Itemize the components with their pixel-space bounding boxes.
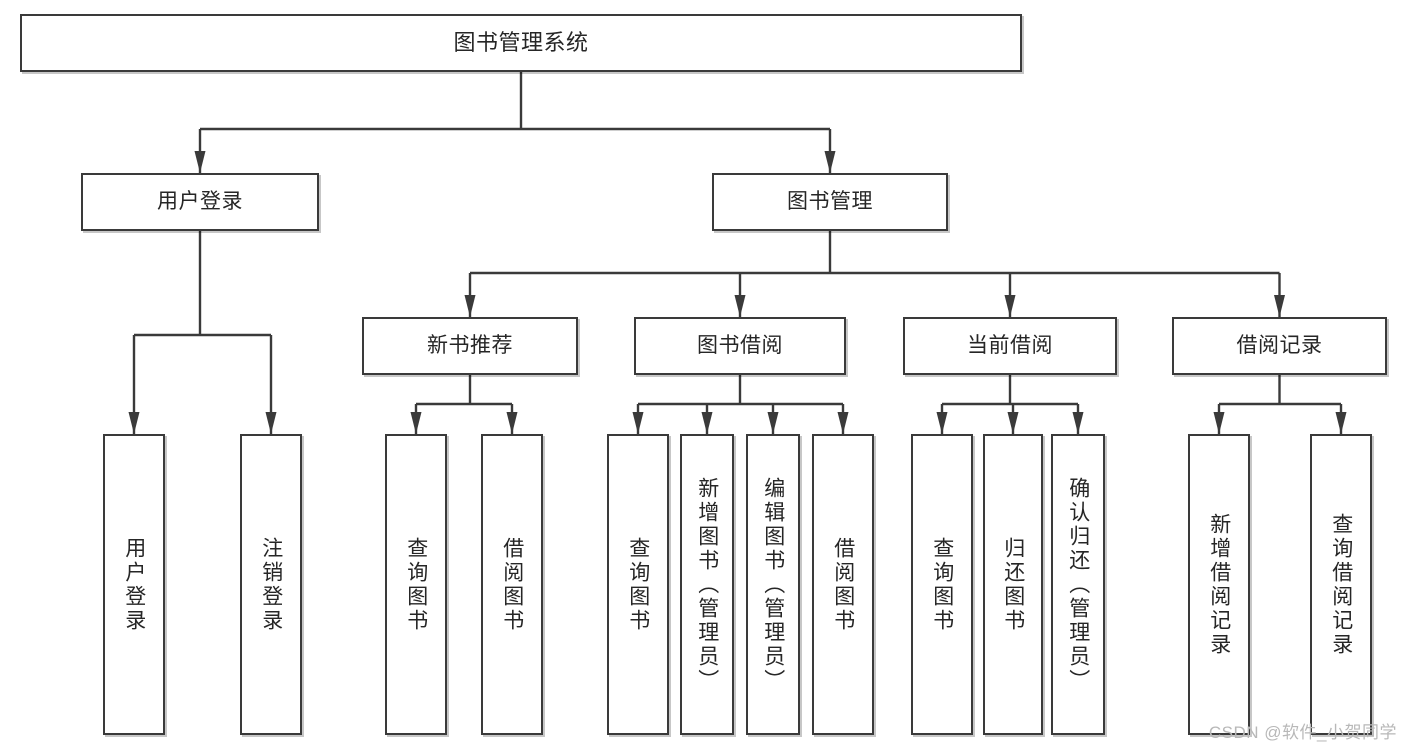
node-label-leaf-add-record: 新增借阅记录 <box>1207 512 1231 657</box>
node-leaf-borrow-book-1[interactable]: 借阅图书 <box>481 434 543 735</box>
node-label-leaf-query-book-3: 查询图书 <box>930 536 954 633</box>
node-label-root: 图书管理系统 <box>453 29 589 55</box>
node-leaf-query-book-2[interactable]: 查询图书 <box>607 434 669 735</box>
node-label-current-borrow: 当前借阅 <box>967 334 1053 358</box>
arrowhead-icon-current-borrow <box>1004 295 1016 317</box>
node-leaf-borrow-book-2[interactable]: 借阅图书 <box>812 434 874 735</box>
arrowhead-icon-new-book-rec <box>464 295 476 317</box>
node-book-borrow[interactable]: 图书借阅 <box>634 317 846 375</box>
node-label-user-login: 用户登录 <box>157 190 243 214</box>
node-label-leaf-edit-book: 编辑图书（管理员） <box>761 476 785 693</box>
node-label-leaf-borrow-book-2: 借阅图书 <box>831 536 855 633</box>
node-leaf-add-record[interactable]: 新增借阅记录 <box>1188 434 1250 735</box>
node-leaf-confirm-return[interactable]: 确认归还（管理员） <box>1051 434 1105 735</box>
arrowhead-icon-leaf-query-book-3 <box>936 412 948 434</box>
node-borrow-record[interactable]: 借阅记录 <box>1172 317 1387 375</box>
node-leaf-user-login[interactable]: 用户登录 <box>103 434 165 735</box>
node-label-book-borrow: 图书借阅 <box>697 334 783 358</box>
arrowhead-icon-borrow-record <box>1274 295 1285 317</box>
csdn-watermark: CSDN @软件_小贺同学 <box>1208 723 1397 742</box>
node-new-book-rec[interactable]: 新书推荐 <box>362 317 578 375</box>
arrowhead-icon-leaf-add-book <box>701 412 713 434</box>
node-current-borrow[interactable]: 当前借阅 <box>903 317 1117 375</box>
arrowhead-icon-leaf-borrow-book-1 <box>506 412 518 434</box>
node-label-leaf-logout: 注销登录 <box>259 536 283 633</box>
node-label-leaf-borrow-book-1: 借阅图书 <box>500 536 524 633</box>
arrowhead-icon-leaf-query-record <box>1335 412 1347 434</box>
node-user-login[interactable]: 用户登录 <box>81 173 319 231</box>
node-leaf-return-book[interactable]: 归还图书 <box>983 434 1043 735</box>
arrowhead-icon-leaf-confirm-return <box>1072 412 1084 434</box>
arrowhead-icon-leaf-logout <box>265 412 277 434</box>
arrowhead-icon-leaf-edit-book <box>767 412 779 434</box>
arrowhead-icon-user-login <box>194 151 206 173</box>
arrowhead-icon-book-manage <box>824 151 836 173</box>
node-leaf-edit-book[interactable]: 编辑图书（管理员） <box>746 434 800 735</box>
node-book-manage[interactable]: 图书管理 <box>712 173 948 231</box>
node-label-leaf-user-login: 用户登录 <box>122 536 146 633</box>
node-label-leaf-add-book: 新增图书（管理员） <box>695 476 719 693</box>
arrowhead-icon-leaf-query-book-2 <box>632 412 644 434</box>
node-leaf-query-book-3[interactable]: 查询图书 <box>911 434 973 735</box>
node-label-new-book-rec: 新书推荐 <box>427 334 513 358</box>
node-leaf-query-book-1[interactable]: 查询图书 <box>385 434 447 735</box>
node-label-leaf-query-record: 查询借阅记录 <box>1329 512 1353 657</box>
node-label-leaf-query-book-2: 查询图书 <box>626 536 650 633</box>
arrowhead-icon-leaf-borrow-book-2 <box>837 412 849 434</box>
node-root[interactable]: 图书管理系统 <box>20 14 1022 72</box>
node-leaf-add-book[interactable]: 新增图书（管理员） <box>680 434 734 735</box>
node-label-book-manage: 图书管理 <box>787 190 873 214</box>
arrowhead-icon-leaf-return-book <box>1007 412 1019 434</box>
arrowhead-icon-leaf-add-record <box>1213 412 1225 434</box>
node-label-leaf-query-book-1: 查询图书 <box>404 536 428 633</box>
node-leaf-query-record[interactable]: 查询借阅记录 <box>1310 434 1372 735</box>
node-label-borrow-record: 借阅记录 <box>1236 334 1323 358</box>
arrowhead-icon-leaf-query-book-1 <box>410 412 422 434</box>
arrowhead-icon-book-borrow <box>734 295 746 317</box>
node-leaf-logout[interactable]: 注销登录 <box>240 434 302 735</box>
node-label-leaf-return-book: 归还图书 <box>1001 536 1025 633</box>
node-label-leaf-confirm-return: 确认归还（管理员） <box>1066 476 1090 693</box>
arrowhead-icon-leaf-user-login <box>128 412 140 434</box>
